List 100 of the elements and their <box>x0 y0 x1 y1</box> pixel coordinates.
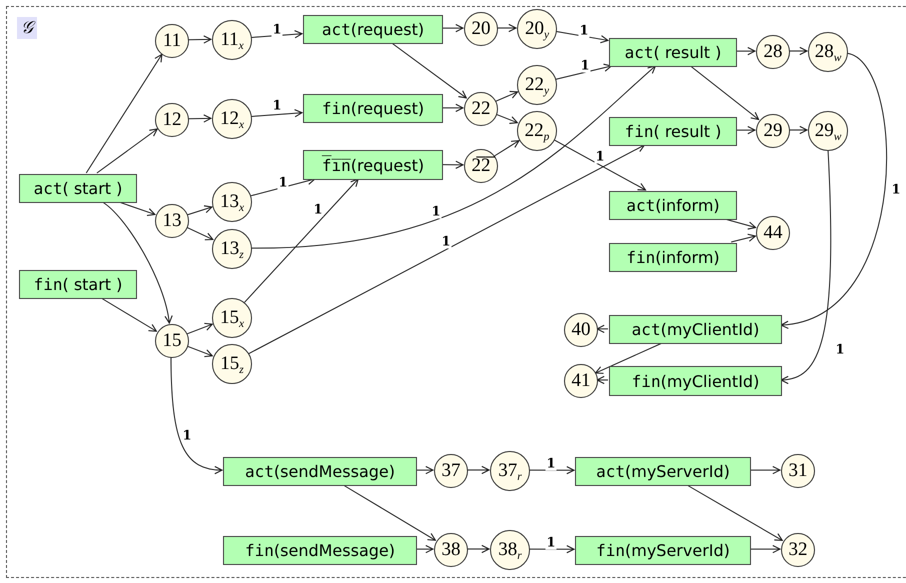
edge-label: 1 <box>312 204 324 216</box>
place-circle: 22 <box>464 92 498 126</box>
transition-box <box>609 38 737 67</box>
transition-label: act( start ) <box>34 179 122 198</box>
transition-label: fin(sendMessage) <box>245 541 395 560</box>
arrow <box>248 144 646 354</box>
arrow <box>442 160 464 169</box>
place-circle: 44 <box>756 216 790 250</box>
transition-box <box>19 174 137 203</box>
transition-label: fin(myClientId) <box>632 372 760 390</box>
arrow <box>250 30 303 38</box>
place-circle: 38 <box>434 533 468 567</box>
transition-label: act(sendMessage) <box>245 462 395 481</box>
transition-box <box>609 315 782 344</box>
edge-label: 1 <box>271 24 283 36</box>
transition-label: act(myClientId) <box>632 320 760 339</box>
place-circle: 37 <box>434 454 468 488</box>
place-circle: 13$_{z}$ <box>212 229 252 269</box>
place-circle: 20$_{y}$ <box>517 9 557 49</box>
edge-label: 1 <box>545 458 557 470</box>
place-circle: 29 <box>756 114 790 148</box>
place-circle: 13$_{x}$ <box>212 182 252 222</box>
transition-label: act(inform) <box>626 196 720 215</box>
arrow <box>442 104 464 112</box>
place-circle: 11$_{x}$ <box>212 20 252 60</box>
arrow <box>102 202 172 324</box>
transition-label: fin(myServerId) <box>596 541 730 560</box>
arrow <box>495 90 518 102</box>
edge-label: 1 <box>594 150 606 164</box>
arrow <box>342 484 436 541</box>
arrow <box>495 114 518 124</box>
transition-label: fin(inform) <box>626 248 720 267</box>
arrow <box>528 466 575 474</box>
place-circle: 31 <box>781 454 815 488</box>
arrow <box>188 35 212 44</box>
arrow <box>186 205 212 216</box>
place-circle: 32 <box>781 533 815 567</box>
graph-frame <box>6 6 906 578</box>
arrow <box>186 322 213 334</box>
edge-label: 1 <box>277 176 289 190</box>
arrow <box>788 126 808 134</box>
arrow <box>96 128 158 174</box>
arrow <box>730 234 756 242</box>
arrow <box>554 64 612 80</box>
transition-label: act(request) <box>322 20 424 39</box>
place-circle: 2̅2̅ <box>464 149 498 183</box>
transition-box <box>19 270 137 299</box>
arrow <box>186 346 213 358</box>
transition-label: f̅i̅n̅(request) <box>322 156 424 174</box>
arrow <box>494 140 520 156</box>
transition-box <box>303 15 443 44</box>
edge-label: 1 <box>578 24 590 38</box>
place-circle: 22$_{p}$ <box>517 111 557 151</box>
edge-label: 1 <box>430 206 442 218</box>
arrow <box>736 46 756 56</box>
arrow <box>750 466 781 474</box>
arrow <box>686 484 783 541</box>
place-circle: 37$_{r}$ <box>490 451 530 491</box>
transition-box <box>609 243 737 272</box>
edge-label: 1 <box>440 236 452 248</box>
edge-label: 1 <box>890 184 902 196</box>
place-circle: 15 <box>155 324 189 358</box>
place-circle: 28$_{w}$ <box>808 32 848 72</box>
arrow <box>736 126 756 134</box>
arrow <box>186 226 214 240</box>
place-circle: 11 <box>155 24 189 58</box>
transition-box <box>575 536 751 565</box>
transition-label: fin( start ) <box>34 275 122 294</box>
transition-label: act( result ) <box>624 43 722 62</box>
graph-label: 𝒢 <box>17 17 37 39</box>
arrow <box>416 544 434 554</box>
transition-box <box>303 94 443 123</box>
transition-box <box>609 117 737 146</box>
transition-box <box>303 150 443 180</box>
arrow <box>555 30 609 44</box>
arrow <box>466 544 490 554</box>
arrow <box>466 466 490 474</box>
arrow <box>690 66 760 120</box>
arrow <box>391 42 467 98</box>
arrow <box>780 149 832 384</box>
place-circle: 15$_{x}$ <box>212 298 252 338</box>
transition-box <box>223 457 417 486</box>
arrow <box>250 109 303 118</box>
transition-box <box>223 536 417 565</box>
arrow <box>442 24 464 32</box>
arrow <box>496 24 517 32</box>
place-circle: 20 <box>464 12 498 46</box>
arrow <box>188 114 212 123</box>
place-circle: 15$_{z}$ <box>212 344 252 384</box>
edge-label: 1 <box>271 100 283 112</box>
transition-box <box>609 191 737 220</box>
arrow <box>244 178 359 303</box>
arrow <box>594 342 663 374</box>
arrow <box>100 298 157 332</box>
place-circle: 38$_{r}$ <box>490 530 530 570</box>
arrow <box>596 324 608 334</box>
arrow <box>788 46 808 56</box>
arrow <box>596 376 608 384</box>
transition-box <box>575 457 751 486</box>
place-circle: 41 <box>564 364 598 398</box>
